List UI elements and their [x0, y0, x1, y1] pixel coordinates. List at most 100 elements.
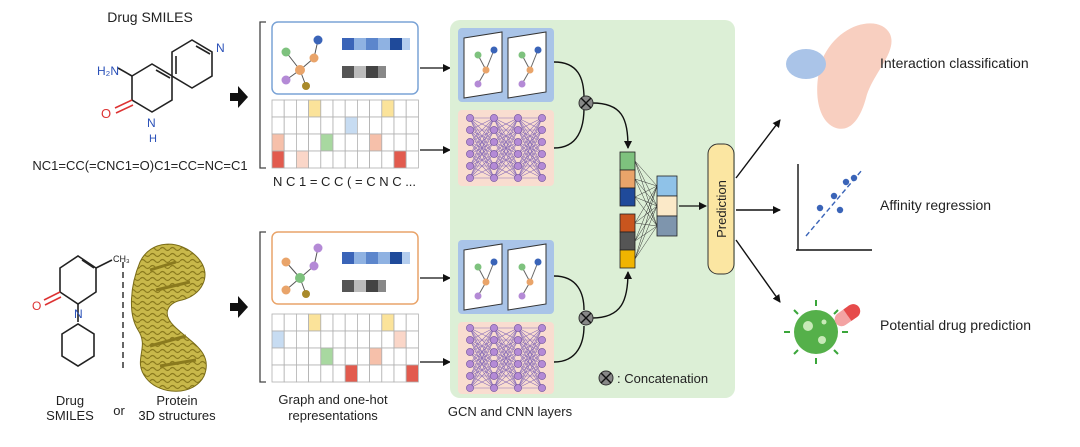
- onehot-cell: [344, 330, 358, 349]
- cnn-neuron: [466, 174, 474, 182]
- cnn-edge: [517, 351, 543, 389]
- onehot-cell: [369, 116, 383, 135]
- fc-edge: [634, 222, 658, 227]
- fc-edge: [634, 205, 658, 242]
- onehot-cell: [283, 364, 297, 383]
- cnn-edge: [493, 117, 519, 179]
- onehot-cell: [332, 99, 346, 118]
- graph-box-top: [271, 21, 419, 95]
- onehot-cell: [271, 313, 285, 332]
- onehot-cell: [320, 313, 334, 332]
- cnn-edge: [517, 141, 543, 179]
- onehot-cell: [271, 364, 285, 383]
- onehot-cell: [295, 364, 309, 383]
- onehot-cell: [405, 330, 419, 349]
- onehot-cell: [356, 116, 370, 135]
- merge-curves: [553, 61, 632, 363]
- output-classification: Interaction classification: [880, 55, 1029, 71]
- cnn-edge: [469, 327, 495, 365]
- drug-molecule-2: [43, 255, 113, 367]
- concat-feature-column: [619, 151, 636, 269]
- fc-edge: [634, 178, 658, 227]
- atom-nh: N: [147, 116, 156, 130]
- drug-molecule-structure: [114, 39, 213, 114]
- onehot-cell: [356, 313, 370, 332]
- cnn-edge: [493, 339, 519, 389]
- onehot-cell: [295, 347, 309, 366]
- cnn-edge: [493, 117, 519, 167]
- onehot-cell: [271, 133, 285, 152]
- cnn-neuron: [514, 384, 522, 392]
- cnn-edge: [493, 327, 519, 389]
- fc-edge: [634, 205, 658, 260]
- cnn-neuron: [514, 348, 522, 356]
- onehot-cell: [344, 347, 358, 366]
- graph-box-bottom: [271, 231, 419, 305]
- cnn-neuron: [538, 114, 546, 122]
- cnn-neuron: [466, 372, 474, 380]
- cnn-edge: [517, 363, 543, 389]
- cnn-neuron: [466, 162, 474, 170]
- cnn-neuron: [538, 360, 546, 368]
- drug-input-bottom: CH₃ O N Drug SMILES or Protein 3D struct…: [32, 243, 216, 423]
- onehot-cell: [295, 150, 309, 169]
- cnn-neuron: [466, 360, 474, 368]
- concat-symbol-bottom: [578, 310, 594, 326]
- onehot-cell: [320, 330, 334, 349]
- onehot-cell: [283, 330, 297, 349]
- graph-icon-top: [281, 35, 323, 90]
- cnn-edge: [469, 117, 495, 131]
- cnn-neuron: [514, 138, 522, 146]
- cnn-edge: [493, 165, 519, 179]
- cnn-edge: [469, 117, 495, 155]
- onehot-cell: [405, 150, 419, 169]
- fully-connected-lines: [634, 160, 658, 260]
- onehot-cell: [308, 133, 322, 152]
- cnn-network-top: [466, 114, 546, 182]
- feature-vector-gray: [342, 66, 386, 78]
- cnn-edge: [517, 153, 543, 179]
- gcn-graph-bottom: [474, 258, 542, 300]
- onehot-cell: [344, 150, 358, 169]
- onehot-cell: [356, 364, 370, 383]
- cnn-neuron: [538, 348, 546, 356]
- protein-label-2: 3D structures: [138, 408, 216, 423]
- onehot-cell: [344, 133, 358, 152]
- onehot-cell: [393, 133, 407, 152]
- cnn-neuron: [514, 114, 522, 122]
- layers-panel: Prediction : Concatenation: [450, 20, 735, 398]
- onehot-cell: [381, 150, 395, 169]
- onehot-cell: [332, 313, 346, 332]
- onehot-cell: [356, 150, 370, 169]
- protein-label-1: Protein: [156, 393, 197, 408]
- onehot-cell: [381, 347, 395, 366]
- onehot-cell: [295, 116, 309, 135]
- representation-caption-1: Graph and one-hot: [278, 392, 388, 407]
- cnn-edge: [493, 327, 519, 365]
- onehot-cell: [356, 330, 370, 349]
- cnn-edge: [493, 375, 519, 389]
- protein-structure: [130, 243, 207, 392]
- fc-edge: [634, 178, 658, 207]
- onehot-cell: [320, 347, 334, 366]
- onehot-cell: [308, 313, 322, 332]
- cnn-neuron: [466, 150, 474, 158]
- onehot-cell: [405, 313, 419, 332]
- cnn-edge: [469, 141, 495, 179]
- representation-caption-2: representations: [288, 408, 378, 423]
- onehot-cell: [381, 330, 395, 349]
- prediction-box: [707, 143, 735, 275]
- onehot-cell: [405, 347, 419, 366]
- drug-smiles-title: Drug SMILES: [107, 9, 193, 25]
- onehot-cell: [381, 313, 395, 332]
- onehot-cell: [332, 133, 346, 152]
- cnn-edge: [469, 351, 495, 389]
- onehot-cell: [308, 116, 322, 135]
- cnn-edge: [517, 165, 543, 179]
- onehot-cell: [295, 330, 309, 349]
- fc-edge: [634, 225, 658, 242]
- onehot-cell: [320, 133, 334, 152]
- onehot-cell: [295, 99, 309, 118]
- cnn-edge: [469, 129, 495, 179]
- or-label: or: [113, 403, 125, 418]
